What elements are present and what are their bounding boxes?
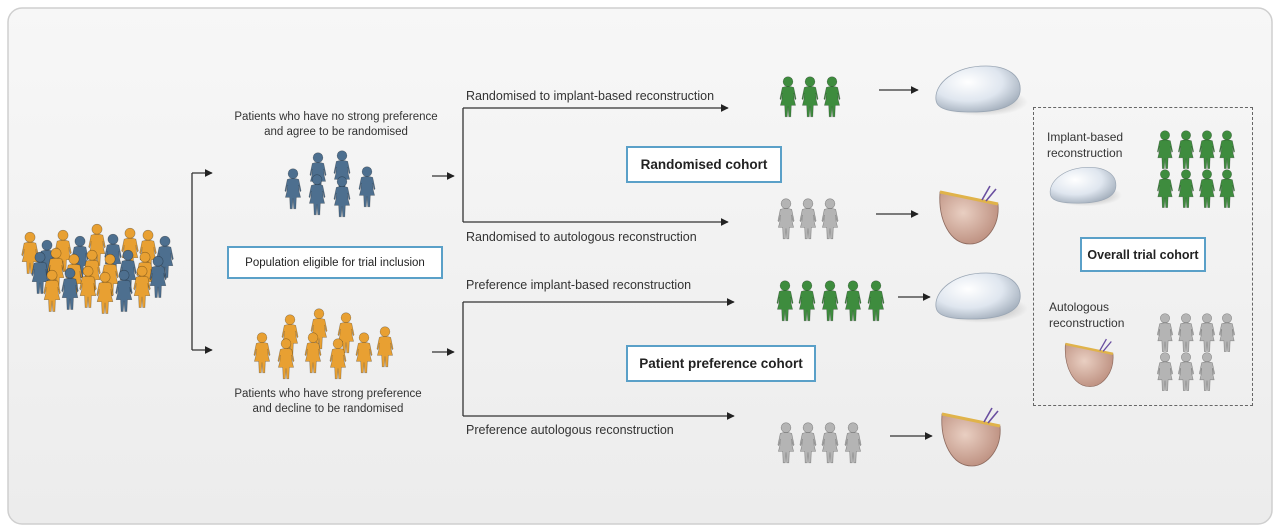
- overall-autologous-label-line1: Autologous: [1049, 300, 1110, 314]
- rand-autologous-label: Randomised to autologous reconstruction: [466, 230, 697, 244]
- preference-label: Patients who have strong preference and …: [210, 387, 446, 417]
- rand-implant-label: Randomised to implant-based reconstructi…: [466, 89, 715, 103]
- preference-label-line1: Patients who have strong preference: [234, 388, 422, 400]
- overall-cohort-dashed-box: [1033, 107, 1253, 406]
- autologous-flap-icon: [1064, 338, 1114, 387]
- breast-implant-icon: [1049, 166, 1122, 207]
- pref-implant-label: Preference implant-based reconstruction: [466, 278, 692, 292]
- breast-implant-icon: [935, 272, 1028, 323]
- connector-lines: [191, 86, 933, 440]
- panel-background: [7, 7, 1273, 525]
- overall-autologous-label-line2: reconstruction: [1049, 316, 1125, 330]
- preference-label-line2: and decline to be randomised: [252, 403, 404, 415]
- overall-implant-label-line2: reconstruction: [1047, 146, 1123, 160]
- randomised-cohort-box: Randomised cohort: [626, 146, 782, 183]
- population-box: Population eligible for trial inclusion: [227, 246, 443, 279]
- no-preference-label-line1: Patients who have no strong preference: [234, 111, 438, 123]
- overall-implant-label: Implant-based reconstruction: [1047, 129, 1123, 161]
- overall-implant-label-line1: Implant-based: [1047, 130, 1124, 144]
- breast-implant-icon: [935, 65, 1028, 116]
- autologous-flap-icon: [941, 407, 1001, 467]
- overall-cohort-box: Overall trial cohort: [1080, 237, 1206, 272]
- autologous-flap-icon: [939, 185, 999, 245]
- no-preference-label-line2: and agree to be randomised: [264, 126, 408, 138]
- pref-autologous-label: Preference autologous reconstruction: [466, 423, 674, 437]
- overall-autologous-label: Autologous reconstruction: [1049, 299, 1124, 331]
- no-preference-label: Patients who have no strong preference a…: [218, 110, 454, 140]
- preference-cohort-box: Patient preference cohort: [626, 345, 816, 382]
